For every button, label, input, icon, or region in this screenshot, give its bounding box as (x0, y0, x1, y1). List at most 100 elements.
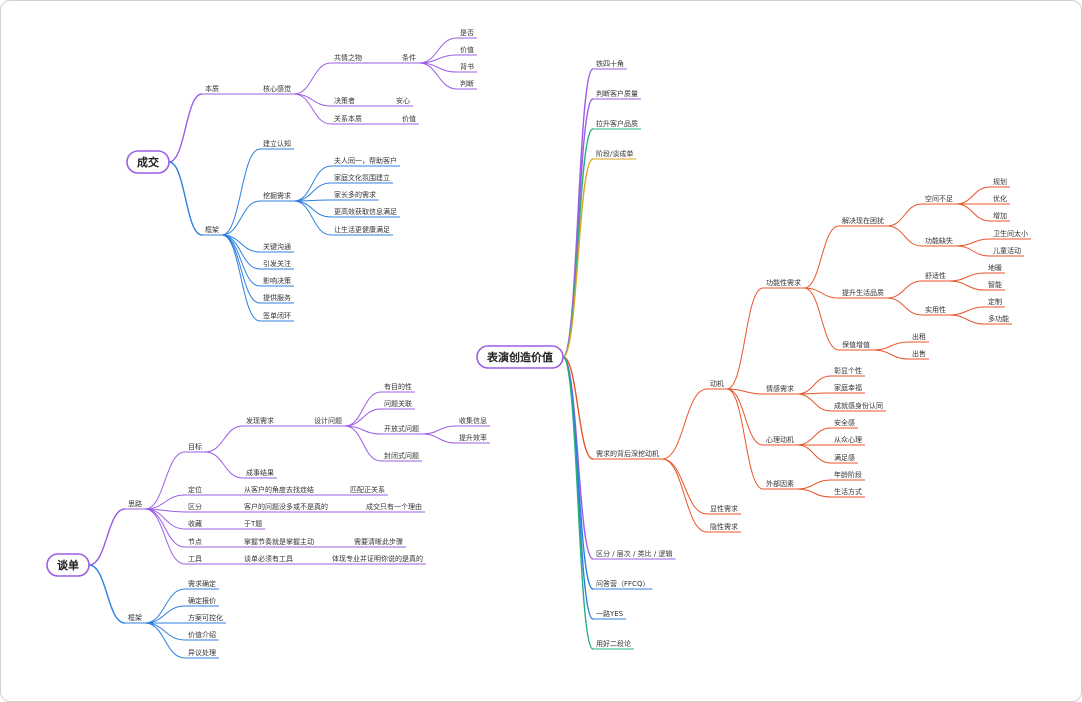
mindmap-node[interactable]: 有目的性 (381, 382, 415, 393)
mindmap-node[interactable]: 提供服务 (260, 293, 294, 304)
mindmap-node[interactable]: 封闭式问题 (381, 451, 422, 462)
mindmap-node[interactable]: 成就感身份认同 (831, 401, 886, 412)
mindmap-node[interactable]: 收藏 (185, 519, 205, 530)
mindmap-node[interactable]: 心理动机 (763, 435, 797, 446)
mindmap-node[interactable]: 家庭幸福 (831, 383, 865, 394)
mindmap-node[interactable]: 提升生活品质 (839, 288, 887, 299)
mindmap-node[interactable]: 成事结果 (243, 468, 277, 479)
mindmap-node[interactable]: 外部因素 (763, 479, 797, 490)
mindmap-node[interactable]: 问题关联 (381, 399, 415, 410)
mindmap-node[interactable]: 区分 (185, 502, 205, 513)
mindmap-node[interactable]: 区分 / 层次 / 类比 / 逻辑 (593, 549, 676, 560)
mindmap-node[interactable]: 儿童活动 (990, 246, 1024, 257)
mindmap-node[interactable]: 判断 (457, 79, 477, 90)
mindmap-node[interactable]: 框架 (125, 613, 145, 624)
mindmap-node[interactable]: 谈单必须有工具 (241, 554, 296, 565)
mindmap-node[interactable]: 卫生间太小 (990, 229, 1031, 240)
mindmap-node[interactable]: 本质 (202, 84, 222, 95)
mindmap-node[interactable]: 收集信息 (456, 416, 490, 427)
mindmap-node[interactable]: 是否 (457, 29, 477, 39)
mindmap-node[interactable]: 关键沟通 (260, 242, 294, 253)
mindmap-node[interactable]: 增加 (990, 211, 1010, 222)
mindmap-node[interactable]: 共情之物 (331, 53, 365, 64)
mindmap-node[interactable]: 解决现在困扰 (839, 216, 887, 227)
mindmap-node[interactable]: 引发关注 (260, 259, 294, 270)
mindmap-node[interactable]: 用好二段论 (593, 639, 634, 650)
mindmap-node[interactable]: 设计问题 (311, 416, 345, 427)
mindmap-node[interactable]: 需求确定 (185, 579, 219, 590)
mindmap-node[interactable]: 工具 (185, 555, 205, 565)
mindmap-node[interactable]: 关系本质 (331, 114, 365, 125)
mindmap-node[interactable]: 功能性需求 (763, 278, 804, 289)
mindmap-node[interactable]: 年龄阶段 (831, 470, 865, 481)
mindmap-node[interactable]: 定制 (985, 297, 1005, 308)
mindmap-node[interactable]: 拉升客户品质 (593, 119, 641, 130)
mindmap-node[interactable]: 优化 (990, 194, 1010, 205)
mindmap-node[interactable]: 地暖 (985, 263, 1005, 274)
mindmap-node[interactable]: 舒适性 (922, 271, 949, 282)
mindmap-node[interactable]: 体现专业并证明你说的是真的 (329, 554, 426, 565)
mindmap-node[interactable]: 影响决策 (260, 276, 294, 287)
mindmap-node[interactable]: 动机 (707, 379, 727, 390)
mindmap-node[interactable]: 确定报价 (185, 596, 219, 607)
mindmap-node[interactable]: 阶段/谈成单 (593, 149, 637, 160)
mindmap-node[interactable]: 实用性 (922, 305, 949, 316)
mindmap-node[interactable]: 发现需求 (243, 416, 277, 427)
mindmap-node[interactable]: 思路 (125, 499, 145, 510)
mindmap-node[interactable]: 框架 (202, 225, 222, 236)
mindmap-node[interactable]: 情感需求 (763, 384, 797, 395)
mindmap-node[interactable]: 异议处理 (185, 648, 219, 659)
mindmap-node[interactable]: 节点 (185, 538, 205, 548)
mindmap-node[interactable]: 规划 (990, 177, 1010, 188)
mindmap-node[interactable]: 价值介绍 (185, 630, 219, 641)
mindmap-node[interactable]: 开放式问题 (381, 424, 422, 435)
mindmap-node[interactable]: 掌握节奏就是掌握主动 (241, 537, 317, 548)
mindmap-node[interactable]: 家庭文化氛围建立 (331, 173, 393, 184)
mindmap-node[interactable]: 功能缺失 (922, 236, 956, 247)
mindmap-node[interactable]: 签单闭环 (260, 311, 294, 322)
mindmap-node[interactable]: 保值增值 (839, 340, 873, 351)
mindmap-node[interactable]: 安心 (393, 96, 413, 107)
mindmap-node[interactable]: 从众心理 (831, 436, 865, 446)
root-node-box[interactable] (46, 553, 90, 577)
mindmap-node[interactable]: 智能 (985, 280, 1005, 291)
mindmap-node[interactable]: 价值 (399, 114, 419, 125)
mindmap-node[interactable]: 于T题 (241, 520, 266, 530)
mindmap-node[interactable]: 安全感 (831, 418, 858, 429)
mindmap-node[interactable]: 显性需求 (707, 504, 741, 515)
mindmap-node[interactable]: 更高效获取信息满足 (331, 207, 400, 218)
mindmap-node[interactable]: 出租 (909, 332, 929, 343)
mindmap-node[interactable]: 条件 (399, 53, 419, 64)
mindmap-node[interactable]: 需要清晰此步骤 (351, 537, 406, 548)
mindmap-node[interactable]: 让生活更健康满足 (331, 225, 393, 236)
root-node-biaoyan[interactable]: 表演创造价值 (476, 345, 564, 369)
mindmap-node[interactable]: 成交只有一个理由 (363, 502, 425, 513)
mindmap-node[interactable]: 夫人同一，帮助客户 (331, 156, 400, 167)
mindmap-node[interactable]: 判断客户质量 (593, 89, 641, 100)
mindmap-node[interactable]: 匹配正关系 (347, 485, 388, 496)
mindmap-node[interactable]: 家长多的需求 (331, 190, 379, 201)
mindmap-node[interactable]: 客户的问题没多或不是真的 (241, 502, 331, 513)
mindmap-node[interactable]: 目标 (185, 442, 205, 453)
root-node-box[interactable] (126, 150, 170, 174)
mindmap-node[interactable]: 空间不足 (922, 194, 956, 205)
root-node-chengjiao[interactable]: 成交 (126, 150, 170, 174)
mindmap-node[interactable]: 方案可控化 (185, 613, 226, 624)
mindmap-node[interactable]: 多功能 (985, 314, 1012, 325)
mindmap-node[interactable]: 满足感 (831, 453, 858, 464)
mindmap-node[interactable]: 提升效率 (456, 433, 490, 444)
mindmap-node[interactable]: 挖掘需求 (260, 191, 294, 202)
mindmap-node[interactable]: 问答营（FFCQ） (593, 579, 653, 590)
mindmap-node[interactable]: 生活方式 (831, 487, 865, 498)
mindmap-node[interactable]: 彰显个性 (831, 366, 865, 377)
mindmap-node[interactable]: 铁四十角 (593, 59, 627, 70)
mindmap-node[interactable]: 背书 (457, 62, 477, 73)
mindmap-node[interactable]: 建立认知 (260, 139, 294, 150)
mindmap-node[interactable]: 决策者 (331, 96, 358, 107)
root-node-box[interactable] (476, 345, 564, 369)
mindmap-node[interactable]: 定位 (185, 485, 205, 496)
mindmap-node[interactable]: 价值 (457, 45, 477, 56)
mindmap-node[interactable]: 出售 (909, 349, 929, 360)
root-node-tandan[interactable]: 谈单 (46, 553, 90, 577)
mindmap-node[interactable]: 一路YES (593, 609, 627, 620)
